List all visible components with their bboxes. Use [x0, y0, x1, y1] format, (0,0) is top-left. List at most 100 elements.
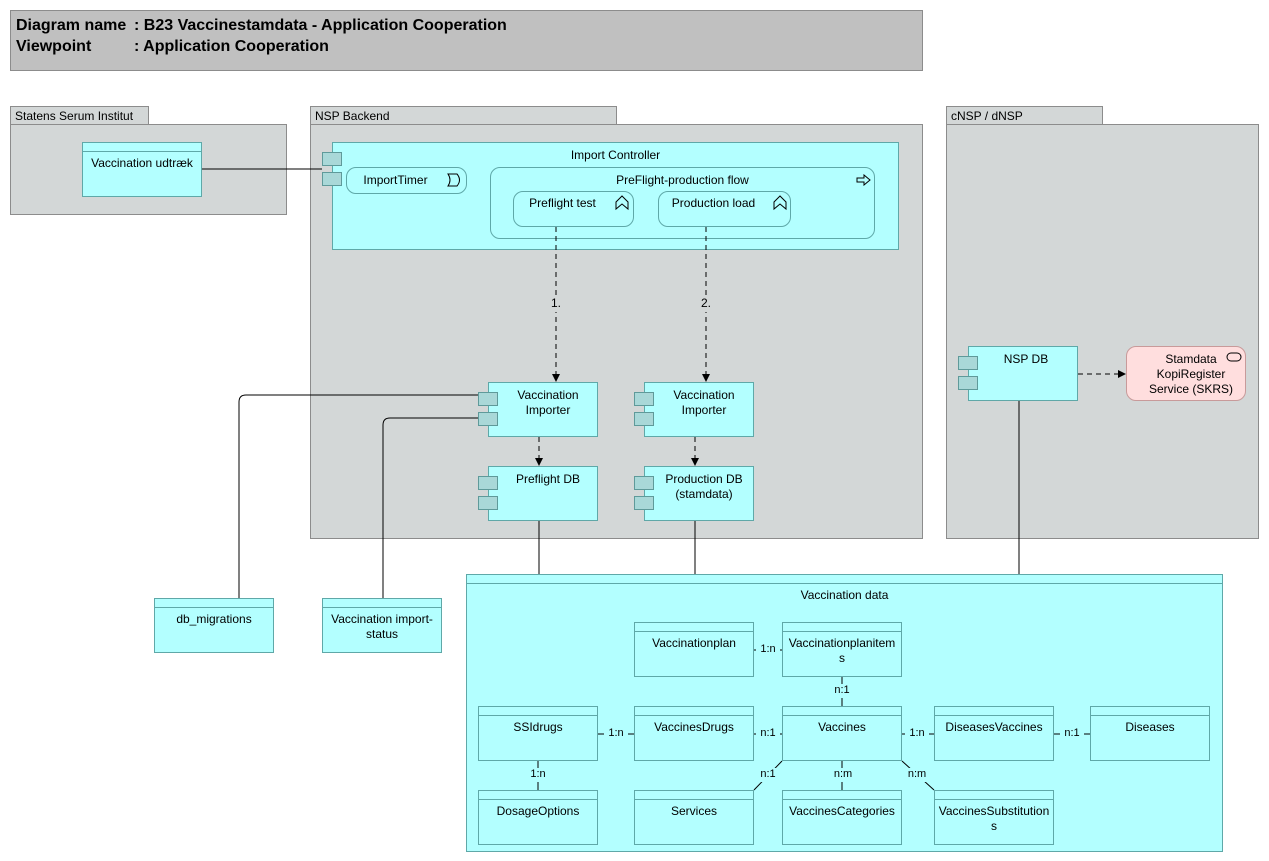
viewpoint-value: : Application Cooperation: [134, 38, 329, 55]
component-port-icon: [634, 392, 654, 406]
group-tab-nsp-backend[interactable]: NSP Backend: [310, 106, 617, 125]
component-production-db[interactable]: Production DB (stamdata): [644, 466, 754, 521]
object-header-line: [635, 715, 753, 716]
cardinality-label: n:1: [756, 768, 780, 782]
diagram-name-value: : B23 Vaccinestamdata - Application Coop…: [134, 17, 507, 34]
production-db-label-line2: (stamdata): [675, 487, 733, 501]
object-header-line: [323, 607, 441, 608]
object-header-line: [635, 799, 753, 800]
event-import-timer[interactable]: ImportTimer: [346, 167, 467, 194]
cardinality-label: 1:n: [526, 768, 550, 782]
import-timer-label: ImportTimer: [363, 173, 428, 187]
vaccinesdrugs-label: VaccinesDrugs: [654, 720, 734, 734]
object-header-line: [635, 631, 753, 632]
object-header-line: [935, 799, 1053, 800]
component-port-icon: [322, 152, 342, 166]
data-object-vaccinessubstitutions[interactable]: VaccinesSubstitution s: [934, 790, 1054, 845]
object-header-line: [467, 583, 1222, 584]
importer-1-label-line2: Importer: [525, 403, 571, 417]
cardinality-label: n:m: [830, 768, 856, 782]
data-object-services[interactable]: Services: [634, 790, 754, 845]
skrs-label-line1: Stamdata: [1165, 352, 1217, 366]
object-header-line: [783, 799, 901, 800]
component-port-icon: [478, 412, 498, 426]
planitems-label-line1: Vaccinationplanitem: [788, 636, 896, 650]
data-object-diseasesvaccines[interactable]: DiseasesVaccines: [934, 706, 1054, 761]
service-icon: [1226, 352, 1242, 362]
cardinality-label: n:1: [756, 727, 780, 741]
component-port-icon: [634, 496, 654, 510]
flow-label-step2: 2.: [690, 296, 722, 312]
process-arrow-icon: [856, 174, 871, 186]
data-object-vaccination-import-status[interactable]: Vaccination import- status: [322, 598, 442, 653]
diagram-header: Diagram name : B23 Vaccinestamdata - Appl…: [10, 10, 923, 71]
component-nsp-db[interactable]: NSP DB: [968, 346, 1078, 401]
component-preflight-db[interactable]: Preflight DB: [488, 466, 598, 521]
importer-1-label-line1: Vaccination: [517, 388, 579, 402]
object-header-line: [935, 715, 1053, 716]
data-object-vaccinationplanitems[interactable]: Vaccinationplanitem s: [782, 622, 902, 677]
component-vaccination-importer-2[interactable]: Vaccination Importer: [644, 382, 754, 437]
vaccination-udtraek-label: Vaccination udtræk: [91, 156, 193, 170]
viewpoint-label: Viewpoint: [16, 38, 92, 55]
data-object-dosageoptions[interactable]: DosageOptions: [478, 790, 598, 845]
viewpoint-row: Viewpoint : Application Cooperation: [16, 38, 329, 56]
group-tab-cnsp-dnsp[interactable]: cNSP / dNSP: [946, 106, 1103, 125]
event-icon: [447, 173, 460, 187]
object-header-line: [783, 715, 901, 716]
production-load-label: Production load: [671, 196, 756, 210]
cardinality-label: n:1: [1060, 727, 1084, 741]
data-object-diseases[interactable]: Diseases: [1090, 706, 1210, 761]
component-port-icon: [958, 356, 978, 370]
flow-label-step1: 1.: [540, 296, 572, 312]
access-importer1-importstatus[interactable]: [382, 417, 478, 598]
diagram-name-label: Diagram name: [16, 17, 127, 34]
group-cnsp-dnsp[interactable]: [946, 124, 1259, 539]
dosageoptions-label: DosageOptions: [496, 804, 580, 818]
access-importer1-dbmigrations[interactable]: [238, 394, 478, 598]
import-status-label-line1: Vaccination import-: [331, 612, 433, 626]
skrs-label-line3: Service (SKRS): [1148, 382, 1234, 396]
function-chevron-icon: [615, 195, 629, 211]
data-object-db-migrations[interactable]: db_migrations: [154, 598, 274, 653]
data-object-vaccination-udtraek[interactable]: Vaccination udtræk: [82, 142, 202, 197]
data-object-vaccinescategories[interactable]: VaccinesCategories: [782, 790, 902, 845]
diseasesvaccines-label: DiseasesVaccines: [945, 720, 1043, 734]
data-object-ssidrugs[interactable]: SSIdrugs: [478, 706, 598, 761]
data-object-vaccinesdrugs[interactable]: VaccinesDrugs: [634, 706, 754, 761]
component-port-icon: [478, 392, 498, 406]
cardinality-label: 1:n: [604, 727, 628, 741]
function-production-load[interactable]: Production load: [658, 191, 791, 227]
data-object-vaccines[interactable]: Vaccines: [782, 706, 902, 761]
import-controller-label: Import Controller: [570, 148, 661, 162]
vaccinationplan-label: Vaccinationplan: [652, 636, 736, 650]
production-db-label-line1: Production DB: [665, 472, 743, 486]
diseases-label: Diseases: [1125, 720, 1175, 734]
group-tab-ssi[interactable]: Statens Serum Institut: [10, 106, 149, 125]
nsp-db-label: NSP DB: [1003, 352, 1049, 366]
cardinality-label: 1:n: [756, 643, 780, 657]
skrs-label-line2: KopiRegister: [1156, 367, 1226, 381]
component-vaccination-importer-1[interactable]: Vaccination Importer: [488, 382, 598, 437]
importer-2-label-line2: Importer: [681, 403, 727, 417]
vaccinescategories-label: VaccinesCategories: [789, 804, 895, 818]
component-port-icon: [322, 172, 342, 186]
object-header-line: [479, 715, 597, 716]
function-preflight-test[interactable]: Preflight test: [513, 191, 634, 227]
object-header-line: [783, 631, 901, 632]
component-port-icon: [958, 376, 978, 390]
import-status-label-line2: status: [365, 627, 398, 641]
substitutions-label-line2: s: [991, 819, 997, 833]
substitutions-label-line1: VaccinesSubstitution: [938, 804, 1050, 818]
diagram-name-row: Diagram name : B23 Vaccinestamdata - Appl…: [16, 17, 507, 35]
importer-2-label-line1: Vaccination: [673, 388, 735, 402]
component-port-icon: [478, 496, 498, 510]
services-label: Services: [670, 804, 717, 818]
cardinality-label: n:1: [830, 684, 854, 698]
service-skrs[interactable]: Stamdata KopiRegister Service (SKRS): [1126, 346, 1246, 401]
object-header-line: [479, 799, 597, 800]
cardinality-label: n:m: [904, 768, 930, 782]
component-port-icon: [478, 476, 498, 490]
ssidrugs-label: SSIdrugs: [513, 720, 563, 734]
data-object-vaccinationplan[interactable]: Vaccinationplan: [634, 622, 754, 677]
